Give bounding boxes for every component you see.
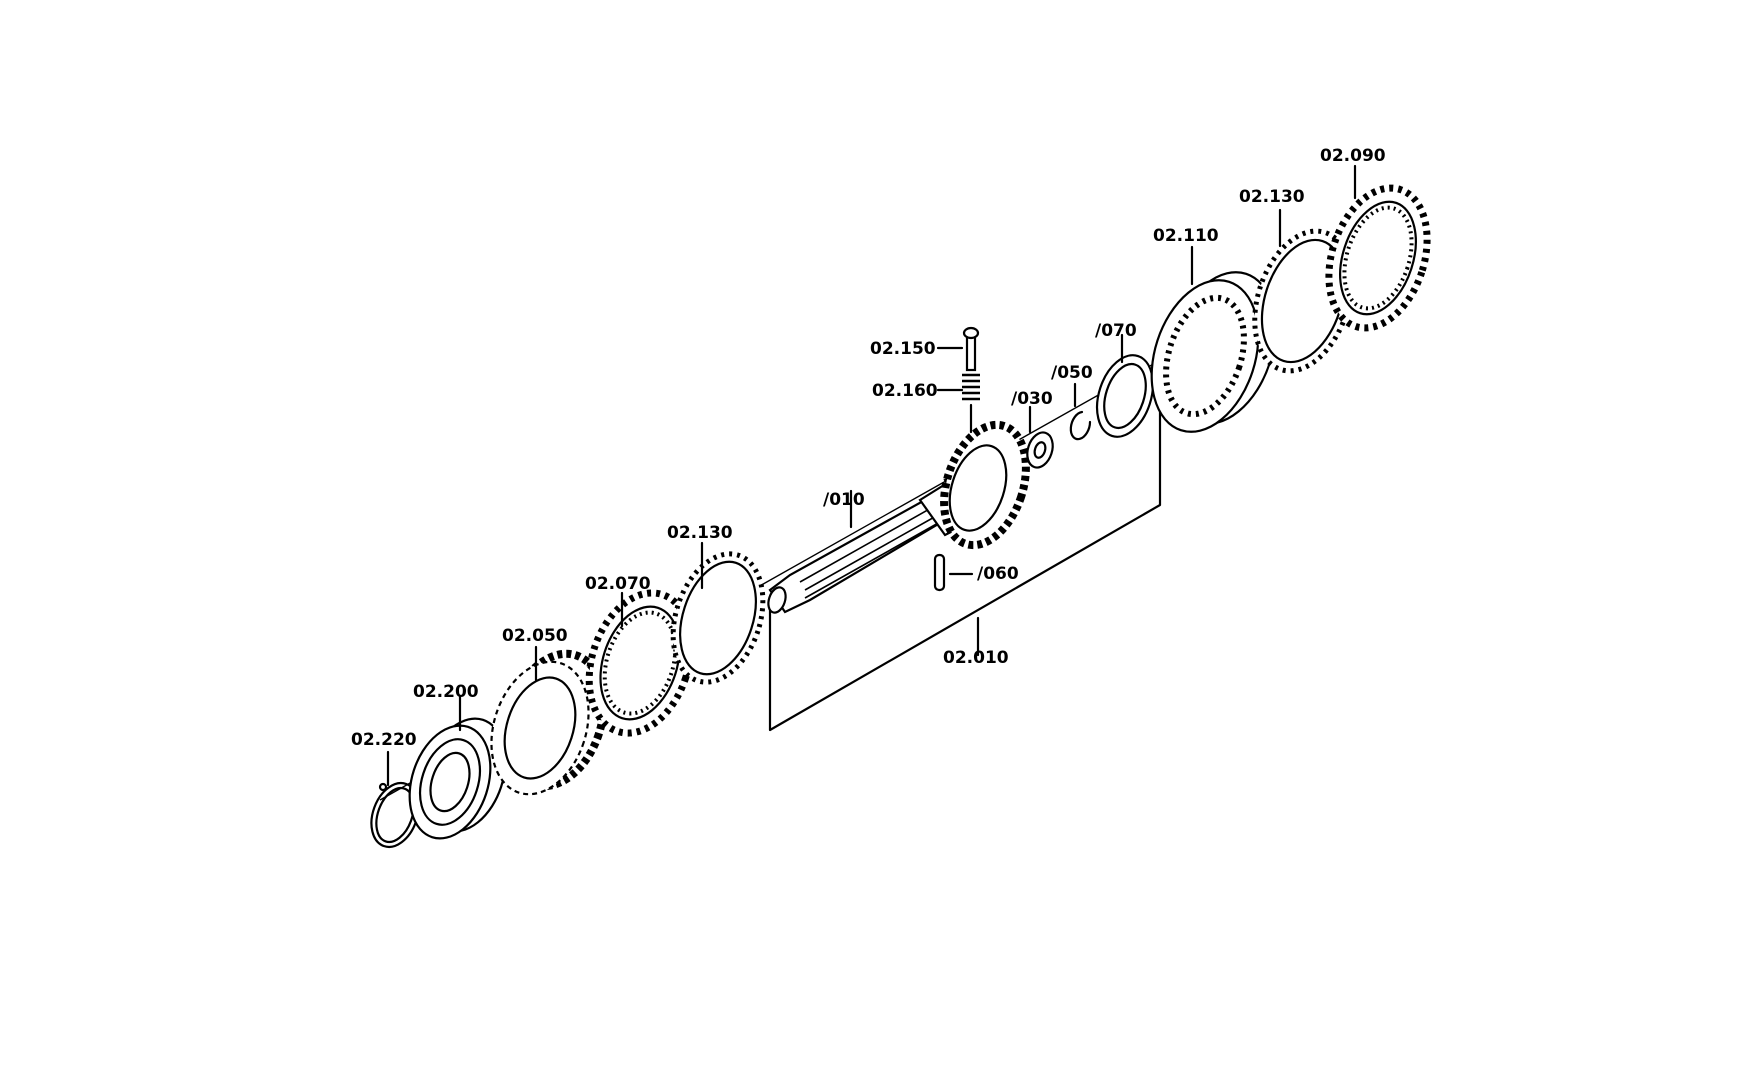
label-02-010: 02.010	[943, 648, 1009, 668]
part-010-gear-flange[interactable]	[930, 414, 1041, 555]
part-02-110-sliding-sleeve[interactable]	[1133, 245, 1293, 446]
label-050: /050	[1051, 363, 1093, 383]
part-02-160-spring[interactable]	[936, 373, 980, 434]
label-02-070: 02.070	[585, 574, 651, 594]
label-060: /060	[977, 564, 1019, 584]
part-02-070-synchro-ring[interactable]	[572, 580, 708, 747]
label-070: /070	[1095, 321, 1137, 341]
part-02-050-gear[interactable]	[475, 641, 620, 807]
part-02-130-ring-lower[interactable]	[658, 541, 779, 693]
label-010: /010	[823, 490, 865, 510]
part-02-200-bearing[interactable]	[396, 695, 519, 849]
part-050-circlip[interactable]	[1069, 382, 1092, 441]
part-070-ring[interactable]	[1087, 333, 1162, 444]
part-02-150-bolt[interactable]	[936, 326, 980, 372]
label-02-130-top: 02.130	[1239, 187, 1305, 207]
label-02-090: 02.090	[1320, 146, 1386, 166]
label-02-150: 02.150	[870, 339, 936, 359]
label-02-220: 02.220	[351, 730, 417, 750]
label-02-130-bottom: 02.130	[667, 523, 733, 543]
part-030-washer[interactable]	[1023, 405, 1057, 471]
label-02-160: 02.160	[872, 381, 938, 401]
label-02-200: 02.200	[413, 682, 479, 702]
label-02-110: 02.110	[1153, 226, 1219, 246]
part-060-pin[interactable]	[933, 553, 974, 592]
label-02-050: 02.050	[502, 626, 568, 646]
part-02-220-snap-ring[interactable]	[363, 750, 427, 854]
part-02-010-bracket	[768, 378, 1162, 732]
part-02-090-synchro-ring[interactable]	[1312, 164, 1444, 341]
label-030: /030	[1011, 389, 1053, 409]
